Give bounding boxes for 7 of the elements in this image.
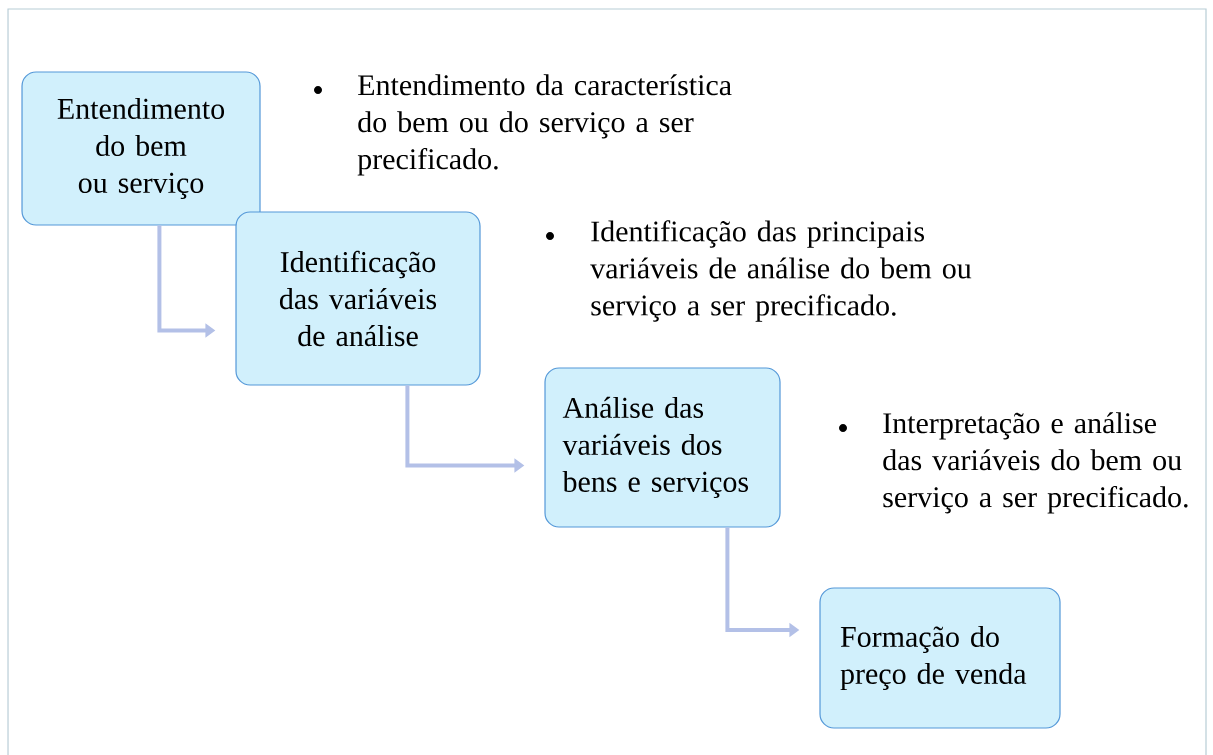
- bullet-text: Identificação das principais variáveis de análise do bem ou serviço a ser precificado.: [590, 220, 972, 322]
- bullet-text: Entendimento da característica do bem ou do serviço a ser precificado.: [357, 74, 732, 176]
- process-box: Entendimento do bem ou serviço: [21, 71, 261, 226]
- process-box: Análise das variáveis dos bens e serviços: [544, 367, 781, 528]
- process-box: Identificação das variáveis de análise: [235, 211, 481, 386]
- process-box: Formação do preço de venda: [819, 587, 1061, 729]
- bullet-text: Interpretação e análise das variáveis do bem ou serviço a ser precificado.: [883, 412, 1188, 514]
